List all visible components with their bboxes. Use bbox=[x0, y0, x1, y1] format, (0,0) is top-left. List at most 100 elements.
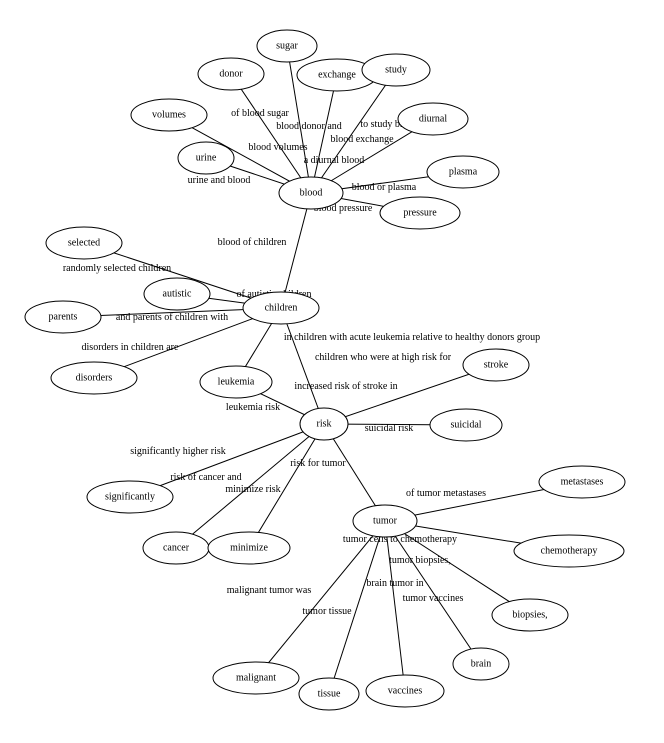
edge-label-biopsies: tumor biopsies, bbox=[389, 555, 451, 566]
edge-label-minimize: minimize risk bbox=[225, 484, 280, 495]
node-biopsies: biopsies, bbox=[491, 598, 569, 632]
node-study: study bbox=[361, 53, 431, 87]
node-label: sugar bbox=[276, 41, 298, 52]
node-ellipse bbox=[130, 98, 208, 132]
node-label: malignant bbox=[236, 673, 276, 684]
edge-label-cancer: risk of cancer and bbox=[170, 472, 241, 483]
node-label: biopsies, bbox=[512, 610, 547, 621]
node-leukemia: leukemia bbox=[199, 365, 273, 399]
node-ellipse bbox=[462, 348, 530, 382]
node-ellipse bbox=[365, 674, 445, 708]
node-ellipse bbox=[177, 141, 235, 175]
node-label: chemotherapy bbox=[541, 546, 598, 557]
node-children: children bbox=[242, 291, 320, 325]
node-cancer: cancer bbox=[142, 531, 210, 565]
edge-label-tissue: tumor tissue bbox=[302, 606, 352, 617]
node-ellipse bbox=[352, 504, 418, 538]
node-donor: donor bbox=[197, 57, 265, 91]
node-blood: blood bbox=[278, 176, 344, 210]
node-ellipse bbox=[197, 57, 265, 91]
node-label: blood bbox=[300, 188, 323, 199]
edge-label-stroke: increased risk of stroke in bbox=[294, 381, 397, 392]
node-ellipse bbox=[299, 407, 349, 441]
node-disorders: disorders bbox=[50, 361, 138, 395]
edge-risk-cancer bbox=[175, 423, 325, 549]
edge-label-study: to study blood bbox=[360, 119, 417, 130]
node-label: vaccines bbox=[388, 686, 423, 697]
node-metastases: metastases bbox=[538, 465, 626, 499]
node-label: urine bbox=[196, 153, 217, 164]
node-ellipse bbox=[24, 300, 102, 334]
node-label: suicidal bbox=[450, 420, 481, 431]
edge-children-risk bbox=[280, 307, 325, 425]
edge-label-exchange: blood exchange bbox=[330, 134, 394, 145]
edge-label-diurnal: a diurnal blood bbox=[304, 155, 365, 166]
node-label: children bbox=[265, 303, 298, 314]
edge-label-suicidal: suicidal risk bbox=[365, 423, 414, 434]
node-label: study bbox=[385, 65, 407, 76]
node-label: disorders bbox=[76, 373, 113, 384]
node-stroke: stroke bbox=[462, 348, 530, 382]
edge-label-leukemia-r: leukemia risk bbox=[226, 402, 280, 413]
edge-tumor-brain bbox=[384, 520, 482, 665]
node-label: selected bbox=[68, 238, 100, 249]
node-ellipse bbox=[452, 647, 510, 681]
node-sugar: sugar bbox=[256, 29, 318, 63]
edge-label-leukemia-c: in children with acute leukemia relative… bbox=[284, 332, 540, 343]
edge-blood-children bbox=[280, 192, 312, 309]
node-label: stroke bbox=[484, 360, 509, 371]
node-label: donor bbox=[219, 69, 243, 80]
edge-risk-stroke bbox=[323, 364, 497, 425]
node-selected: selected bbox=[45, 226, 123, 260]
edge-label-parents: and parents of children with bbox=[116, 312, 228, 323]
node-autistic: autistic bbox=[143, 277, 211, 311]
node-label: pressure bbox=[403, 208, 437, 219]
node-label: parents bbox=[49, 312, 78, 323]
node-brain: brain bbox=[452, 647, 510, 681]
node-ellipse bbox=[491, 598, 569, 632]
edge-label-urine: urine and blood bbox=[188, 175, 251, 186]
node-ellipse bbox=[86, 480, 174, 514]
node-label: metastases bbox=[561, 477, 604, 488]
node-ellipse bbox=[50, 361, 138, 395]
edge-tumor-tissue bbox=[328, 520, 386, 695]
edge-label-brain: brain tumor in bbox=[366, 578, 423, 589]
node-tissue: tissue bbox=[298, 677, 360, 711]
node-ellipse bbox=[143, 277, 211, 311]
node-label: volumes bbox=[152, 110, 186, 121]
edge-label-plasma: blood or plasma bbox=[352, 182, 417, 193]
node-label: autistic bbox=[163, 289, 192, 300]
node-ellipse bbox=[426, 155, 500, 189]
edge-risk-minimize bbox=[248, 423, 325, 549]
node-label: tissue bbox=[318, 689, 341, 700]
edge-risk-significantly bbox=[129, 423, 325, 498]
edge-tumor-biopsies bbox=[384, 520, 531, 616]
node-label: brain bbox=[471, 659, 492, 670]
edge-label-donor: blood donor and bbox=[276, 121, 342, 132]
edge-label-tumor: risk for tumor bbox=[290, 458, 346, 469]
node-ellipse bbox=[199, 365, 273, 399]
node-urine: urine bbox=[177, 141, 235, 175]
edge-tumor-malignant bbox=[255, 520, 386, 679]
edge-label-significantly: significantly higher risk bbox=[130, 446, 226, 457]
node-label: cancer bbox=[163, 543, 190, 554]
node-label: minimize bbox=[230, 543, 268, 554]
edge-tumor-vaccines bbox=[384, 520, 406, 692]
node-vaccines: vaccines bbox=[365, 674, 445, 708]
node-minimize: minimize bbox=[207, 531, 291, 565]
node-ellipse bbox=[207, 531, 291, 565]
node-label: tumor bbox=[373, 516, 398, 527]
edge-label-volumes: blood volumes bbox=[248, 142, 307, 153]
node-label: plasma bbox=[449, 167, 478, 178]
node-suicidal: suicidal bbox=[429, 408, 503, 442]
node-ellipse bbox=[45, 226, 123, 260]
node-tumor: tumor bbox=[352, 504, 418, 538]
edge-blood-sugar bbox=[286, 45, 312, 194]
node-malignant: malignant bbox=[212, 661, 300, 695]
edge-blood-donor bbox=[230, 73, 312, 194]
node-ellipse bbox=[298, 677, 360, 711]
node-diurnal: diurnal bbox=[397, 102, 469, 136]
